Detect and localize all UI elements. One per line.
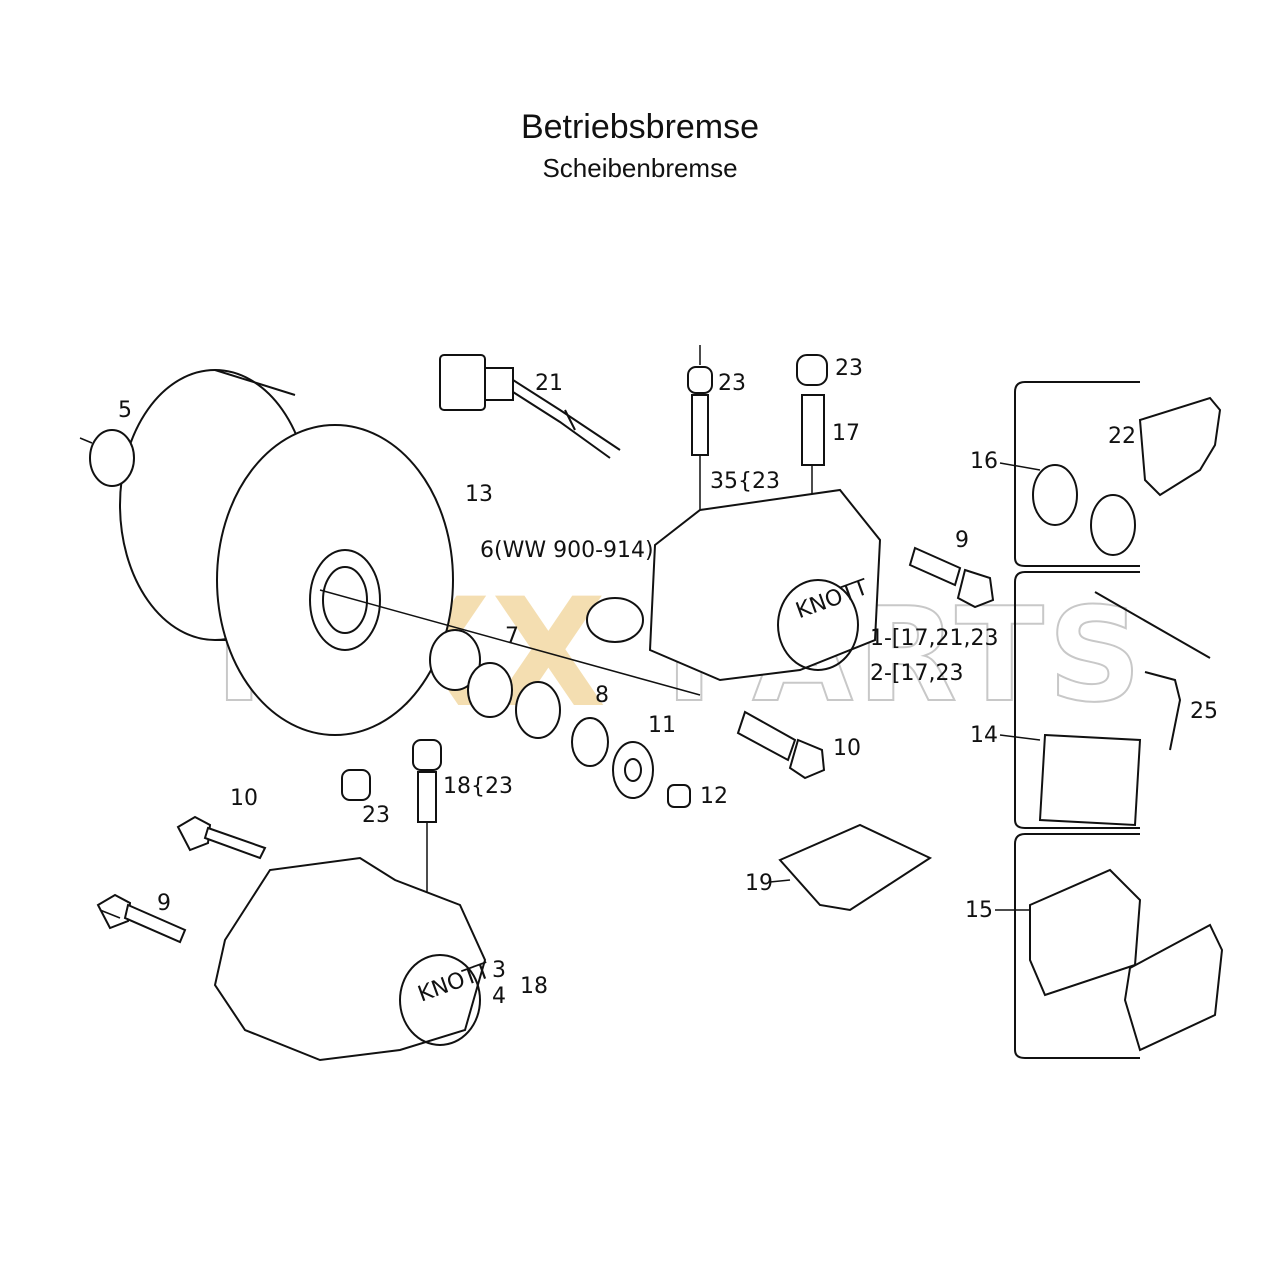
callout-6: 6(WW 900-914) — [480, 538, 654, 563]
callout-12: 12 — [700, 784, 728, 809]
callout-8: 8 — [595, 683, 609, 708]
kit-panel-top — [1014, 381, 1222, 567]
callout-15: 15 — [965, 898, 993, 923]
callout-3: 3 — [492, 958, 506, 983]
callout-5: 5 — [118, 398, 132, 423]
callout-7: 7 — [505, 624, 519, 649]
pad-retainer-part-19 — [778, 823, 933, 912]
diagram-subtitle: Scheibenbremse — [542, 153, 738, 183]
leader-lines — [99, 462, 1041, 919]
guide-bolt-part-10-upper — [736, 710, 826, 780]
brake-disc-part-13 — [119, 369, 454, 736]
callout-13: 13 — [465, 482, 493, 507]
bleeder-valve-part-35 — [687, 345, 713, 520]
callout-35: 35{23 — [710, 469, 780, 494]
seal-ring-set — [429, 629, 691, 808]
callout-variant-1: 1-[17,21,23 — [870, 626, 999, 651]
callout-9-upper: 9 — [955, 528, 969, 553]
callout-21: 21 — [535, 371, 563, 396]
callout-16: 16 — [970, 449, 998, 474]
bleeder-screw-part-18 — [412, 739, 442, 945]
callout-18: 18{23 — [443, 774, 513, 799]
dust-cap-part-23-lower — [341, 769, 371, 801]
wear-sensor-cable-part-21 — [439, 354, 621, 459]
callout-23-c: 23 — [362, 803, 390, 828]
callout-variant-2: 2-[17,23 — [870, 661, 964, 686]
kit-panel-bottom — [1014, 833, 1224, 1059]
brake-caliper-lower: KNOTT — [213, 856, 494, 1062]
guide-bolt-part-9-upper — [908, 546, 995, 609]
callout-4: 4 — [492, 984, 506, 1009]
guide-bolt-part-10-lower — [176, 815, 267, 860]
callout-17: 17 — [832, 421, 860, 446]
guide-bolt-part-9-lower — [96, 893, 187, 944]
callout-11: 11 — [648, 713, 676, 738]
callout-18-variant: 18 — [520, 974, 548, 999]
callout-25: 25 — [1190, 699, 1218, 724]
callout-9-lower: 9 — [157, 891, 171, 916]
brake-caliper-upper: KNOTT — [319, 488, 882, 696]
callout-19: 19 — [745, 871, 773, 896]
callout-10-upper: 10 — [833, 736, 861, 761]
callout-10-lower: 10 — [230, 786, 258, 811]
kit-panel-middle — [1014, 571, 1211, 829]
callout-14: 14 — [970, 723, 998, 748]
part-callouts: 5 21 23 23 17 35{23 13 6(WW 900-914) 7 9… — [118, 356, 1218, 1009]
callout-23-a: 23 — [718, 371, 746, 396]
diagram-title: Betriebsbremse — [520, 108, 760, 146]
retaining-ring-part-5 — [89, 429, 135, 487]
callout-23-b: 23 — [835, 356, 863, 381]
callout-22: 22 — [1108, 424, 1136, 449]
